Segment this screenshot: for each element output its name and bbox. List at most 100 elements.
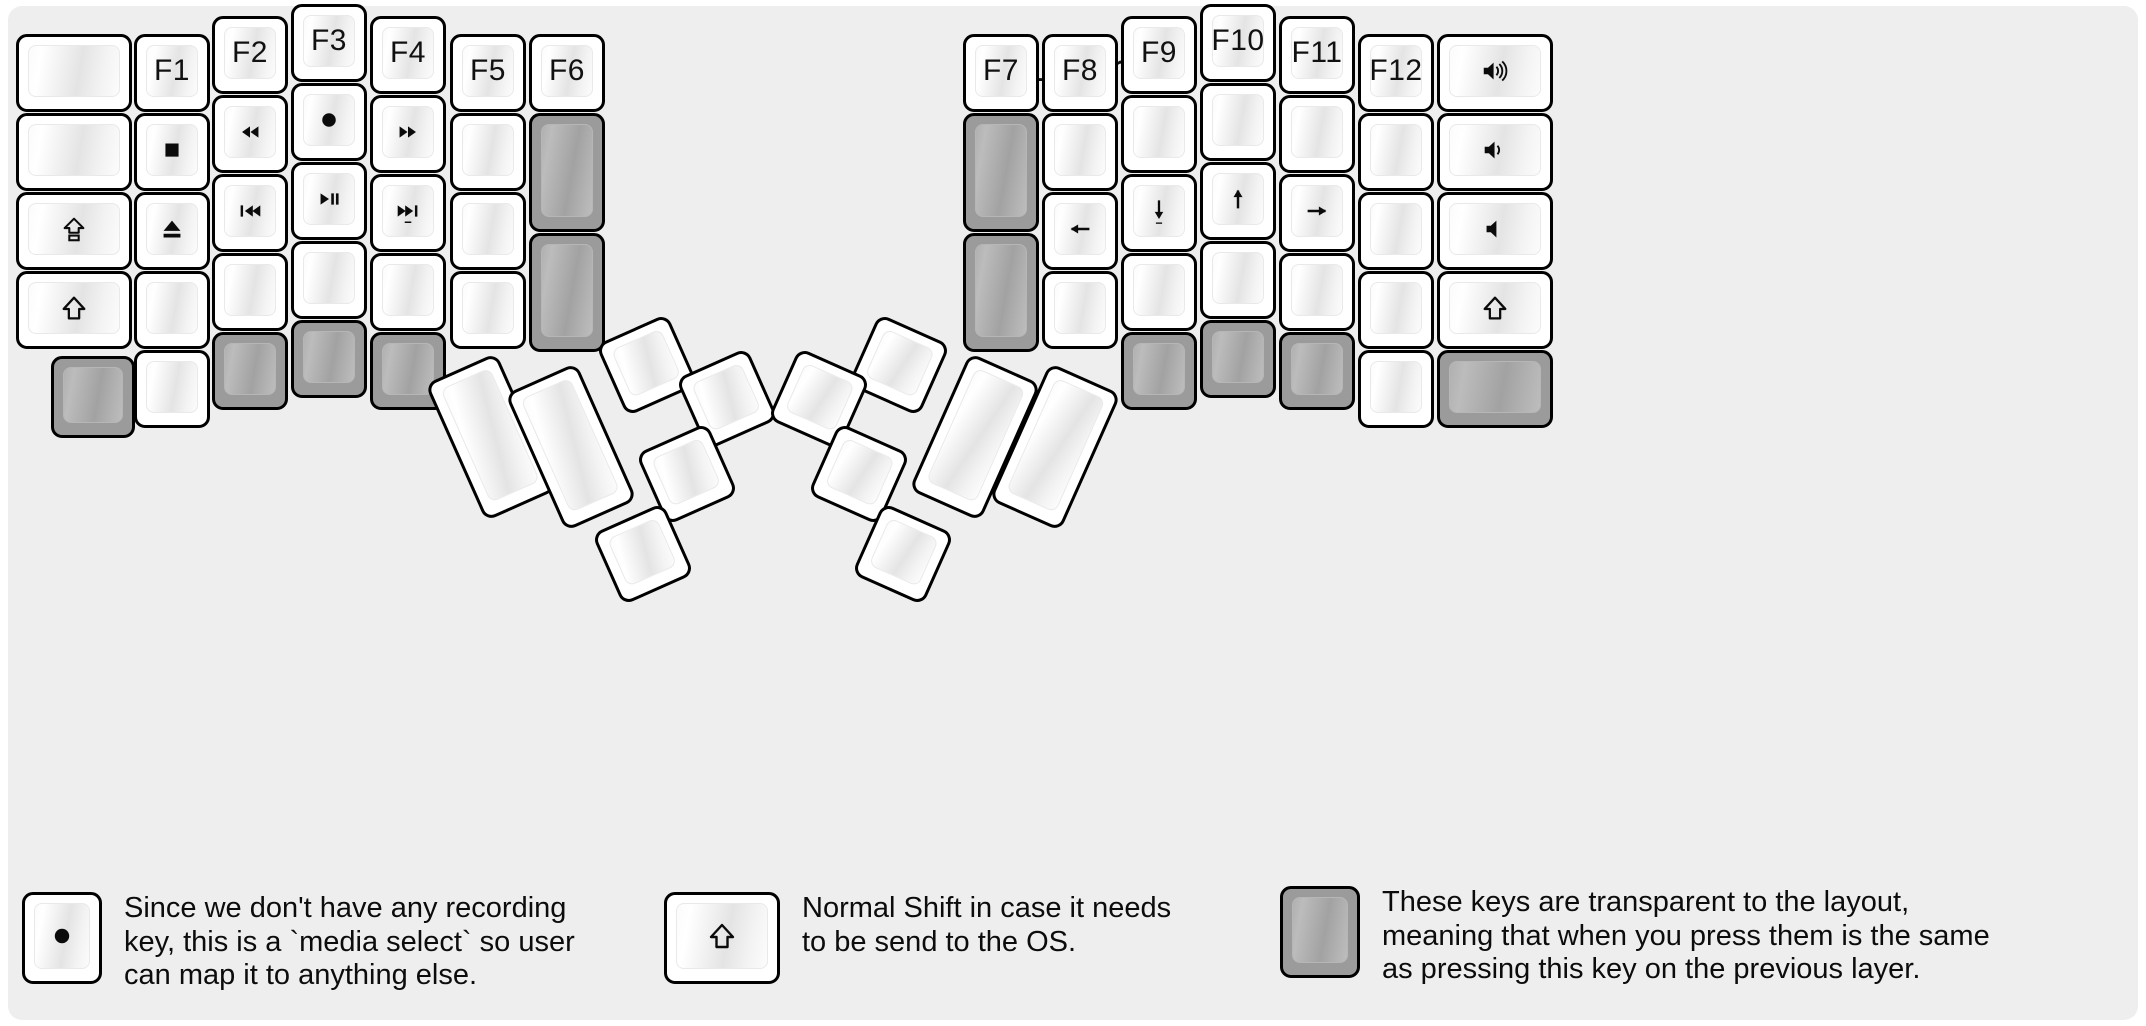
key-r-c2r4-transparent[interactable]: [1121, 332, 1197, 410]
key-l-c1r4-blank[interactable]: [134, 350, 210, 428]
keycap-face: [303, 252, 355, 304]
key-shift[interactable]: [16, 271, 132, 349]
key-arrow-left[interactable]: [1042, 192, 1118, 270]
keycap-face: F10: [1212, 15, 1264, 67]
key-l-c0r0-blank[interactable]: [16, 34, 132, 112]
key-media-next-track[interactable]: [370, 174, 446, 252]
keycap-face: [1291, 343, 1343, 395]
key-label: F4: [389, 36, 426, 69]
key-r-c5r3-blank[interactable]: [1358, 271, 1434, 349]
key-f5[interactable]: F5: [450, 34, 526, 112]
keycap-face: [1291, 106, 1343, 158]
key-l-c5r3-blank[interactable]: [450, 271, 526, 349]
key-l-c2r4-transparent[interactable]: [212, 332, 288, 410]
key-r-c4r3-blank[interactable]: [1279, 253, 1355, 331]
keycap-face: [224, 185, 276, 237]
keycap-face: [34, 903, 90, 969]
key-r-c0r2-transparent[interactable]: [963, 233, 1039, 352]
key-r-c3r4-transparent[interactable]: [1200, 320, 1276, 398]
keycap-face: [1054, 124, 1106, 176]
key-f9[interactable]: F9: [1121, 16, 1197, 94]
keycap-face: [1212, 173, 1264, 225]
keycap-face: [462, 203, 514, 255]
keycap-face: [303, 331, 355, 383]
key-l-c6r1-transparent[interactable]: [529, 113, 605, 232]
keycap-face: [1212, 94, 1264, 146]
key-r-c3r3-blank[interactable]: [1200, 241, 1276, 319]
media-stop-icon: [157, 135, 187, 165]
key-r-c1r3-blank[interactable]: [1042, 271, 1118, 349]
key-arrow-down[interactable]: [1121, 174, 1197, 252]
key-r-c5r4-blank[interactable]: [1358, 350, 1434, 428]
keycap-face: [382, 185, 434, 237]
key-l-c1r3-blank[interactable]: [134, 271, 210, 349]
key-f6[interactable]: F6: [529, 34, 605, 112]
keycap-face: [1054, 282, 1106, 334]
key-l-c2r3-blank[interactable]: [212, 253, 288, 331]
key-label: F1: [153, 54, 190, 87]
key-r-c3r1-blank[interactable]: [1200, 83, 1276, 161]
keycap-face: [1292, 897, 1348, 963]
key-f10[interactable]: F10: [1200, 4, 1276, 82]
key-caps-lock[interactable]: [16, 192, 132, 270]
key-l-c3r3-blank[interactable]: [291, 241, 367, 319]
key-arrow-right[interactable]: [1279, 174, 1355, 252]
key-l-c5r1-blank[interactable]: [450, 113, 526, 191]
key-media-rewind[interactable]: [212, 95, 288, 173]
keycap-face: F3: [303, 15, 355, 67]
keycap-face: [224, 106, 276, 158]
legend-shift-key: [664, 892, 780, 984]
keycap-face: [28, 203, 120, 255]
keycap-face: [462, 282, 514, 334]
legend-transparent-text: These keys are transparent to the layout…: [1382, 886, 1990, 986]
key-r-c1r1-blank[interactable]: [1042, 113, 1118, 191]
volume-down-icon: [1480, 135, 1510, 165]
key-f8[interactable]: F8: [1042, 34, 1118, 112]
key-r-c5r2-blank[interactable]: [1358, 192, 1434, 270]
key-f2[interactable]: F2: [212, 16, 288, 94]
key-media-prev-track[interactable]: [212, 174, 288, 252]
keycap-face: [1449, 203, 1541, 255]
key-media-stop[interactable]: [134, 113, 210, 191]
key-r-c4r4-transparent[interactable]: [1279, 332, 1355, 410]
key-l-c4r4-transparent[interactable]: [370, 332, 446, 410]
key-f4[interactable]: F4: [370, 16, 446, 94]
key-r-c4r1-blank[interactable]: [1279, 95, 1355, 173]
key-l-c0r1-blank[interactable]: [16, 113, 132, 191]
key-volume-down[interactable]: [1437, 113, 1553, 191]
legend-record-key: [22, 892, 102, 984]
key-f11[interactable]: F11: [1279, 16, 1355, 94]
keycap-face: [303, 173, 355, 225]
key-media-fast-forward[interactable]: [370, 95, 446, 173]
key-r-c5r1-blank[interactable]: [1358, 113, 1434, 191]
key-r-c2r1-blank[interactable]: [1121, 95, 1197, 173]
keycap-face: [28, 124, 120, 176]
keycap-face: F11: [1291, 27, 1343, 79]
key-f7[interactable]: F7: [963, 34, 1039, 112]
key-r-c0r1-transparent[interactable]: [963, 113, 1039, 232]
key-label: F3: [310, 24, 347, 57]
key-label: F11: [1291, 36, 1343, 69]
key-r-c2r3-blank[interactable]: [1121, 253, 1197, 331]
key-media-record[interactable]: [291, 83, 367, 161]
keycap-face: [146, 203, 198, 255]
keycap-face: [63, 367, 123, 423]
key-r-c6r4-transparent[interactable]: [1437, 350, 1553, 428]
key-shift[interactable]: [1437, 271, 1553, 349]
key-volume-up[interactable]: [1437, 34, 1553, 112]
keycap-face: [1370, 361, 1422, 413]
key-volume-mute[interactable]: [1437, 192, 1553, 270]
key-f12[interactable]: F12: [1358, 34, 1434, 112]
key-f3[interactable]: F3: [291, 4, 367, 82]
left-pinky-bottom-transparent[interactable]: [51, 356, 135, 438]
key-l-c5r2-blank[interactable]: [450, 192, 526, 270]
key-media-play-pause[interactable]: [291, 162, 367, 240]
key-l-c3r4-transparent[interactable]: [291, 320, 367, 398]
key-l-c4r3-blank[interactable]: [370, 253, 446, 331]
key-arrow-up[interactable]: [1200, 162, 1276, 240]
key-l-c6r2-transparent[interactable]: [529, 233, 605, 352]
key-f1[interactable]: F1: [134, 34, 210, 112]
media-record-icon: [46, 920, 78, 952]
key-media-eject[interactable]: [134, 192, 210, 270]
